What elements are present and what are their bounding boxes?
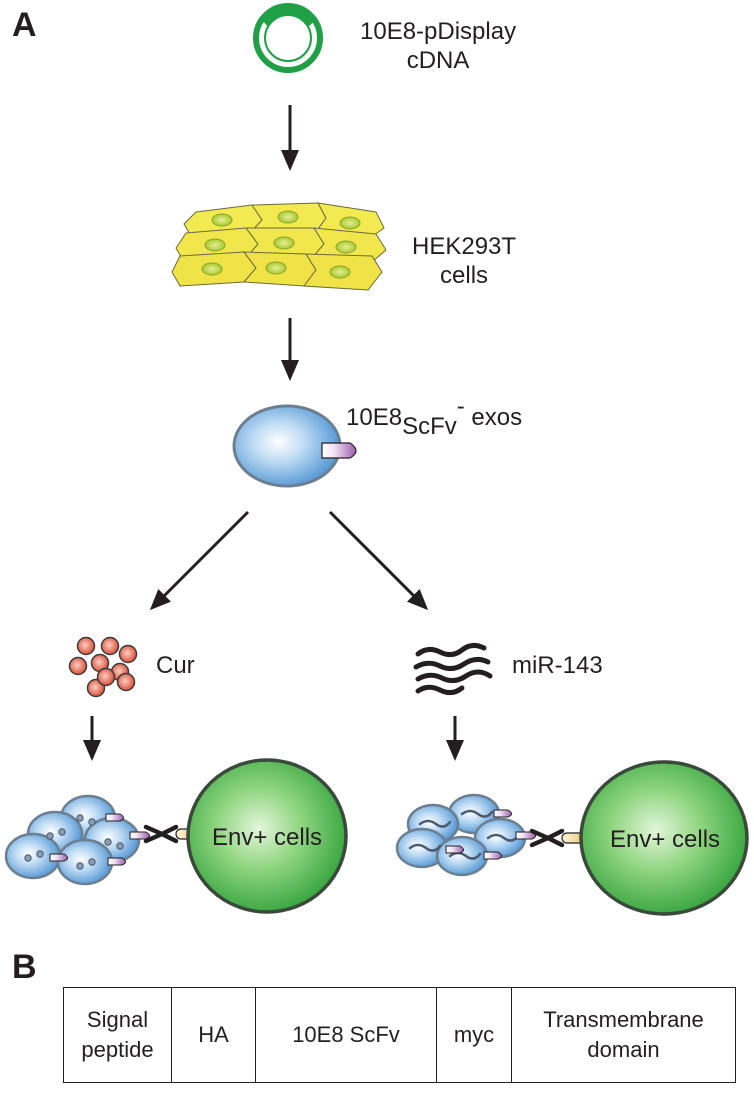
plasmid-label-line2: cDNA	[406, 46, 470, 74]
cells-label: HEK293T cells	[412, 233, 516, 291]
plasmid-label: 10E8-pDisplay cDNA	[360, 18, 516, 76]
domain-myc: myc	[436, 987, 512, 1083]
mirna-icon	[413, 642, 493, 696]
domain-ha: HA	[171, 987, 256, 1083]
curcumin-icon	[68, 636, 138, 698]
domain-label-line1: 10E8 ScFv	[292, 1022, 400, 1048]
exosome-label: 10E8ScFv- exos	[346, 393, 523, 440]
domain-label-line1: myc	[453, 1022, 495, 1048]
exosome-mirna-cluster	[395, 793, 536, 877]
exosome-label-sup: -	[456, 393, 465, 420]
cell-nuclei	[201, 210, 361, 279]
domain-label-line2: domain	[587, 1037, 660, 1062]
arrow-diag-left	[149, 510, 250, 611]
domain-label-line1: Transmembrane	[543, 1007, 704, 1033]
panel-letter-a: A	[12, 6, 37, 44]
exosome-label-sub: ScFv	[402, 413, 457, 440]
env-cell-left-label: Env+ cells	[212, 824, 323, 851]
exosome-curcumin-cluster	[4, 794, 150, 886]
domain-label-line1: HA	[198, 1022, 229, 1048]
hek293t-cells-icon	[171, 202, 387, 291]
env-cell-left	[186, 758, 348, 914]
domain-row: Signal peptide HA 10E8 ScFv myc Transmem…	[63, 987, 736, 1083]
plasmid-label-line1: 10E8-pDisplay	[360, 18, 517, 45]
domain-label-line2: peptide	[81, 1037, 154, 1062]
domain-label-line1: Signal	[86, 1007, 149, 1033]
exosome-label-main: 10E8	[346, 404, 403, 431]
domain-transmembrane: Transmembrane domain	[511, 987, 736, 1083]
curcumin-label: Cur	[156, 652, 195, 679]
env-cell-right	[579, 760, 749, 916]
cells-label-line1: HEK293T	[412, 233, 517, 260]
panel-letter-b: B	[12, 948, 37, 986]
arrow-diag-right	[328, 510, 429, 611]
cells-label-line2: cells	[440, 261, 489, 289]
env-cell-right-label: Env+ cells	[610, 826, 721, 853]
receptor-binding-right	[529, 828, 585, 848]
exosome-label-tail: exos	[464, 404, 523, 431]
construct-domain-map: Signal peptide HA 10E8 ScFv myc Transmem…	[63, 987, 736, 1083]
domain-10e8-scfv: 10E8 ScFv	[255, 987, 437, 1083]
domain-signal-peptide: Signal peptide	[63, 987, 172, 1083]
plasmid-icon	[253, 3, 323, 73]
exosome-scfv-icon	[232, 404, 357, 488]
mirna-label: miR-143	[512, 652, 603, 679]
